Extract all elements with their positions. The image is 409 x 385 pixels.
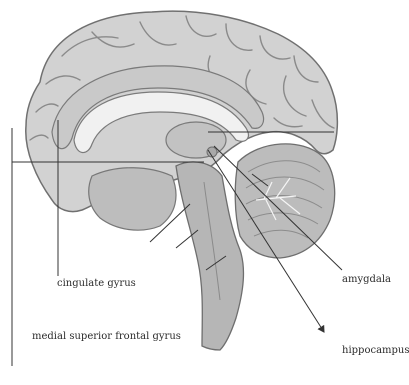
label-cingulate-gyrus: cingulate gyrus	[57, 279, 136, 289]
temporal-lobe	[89, 168, 176, 230]
label-hippocampus: hippocampus	[342, 346, 409, 356]
label-amygdala: amygdala	[342, 275, 391, 285]
label-medial-superior-frontal-gyrus: medial superior frontal gyrus	[32, 332, 181, 342]
